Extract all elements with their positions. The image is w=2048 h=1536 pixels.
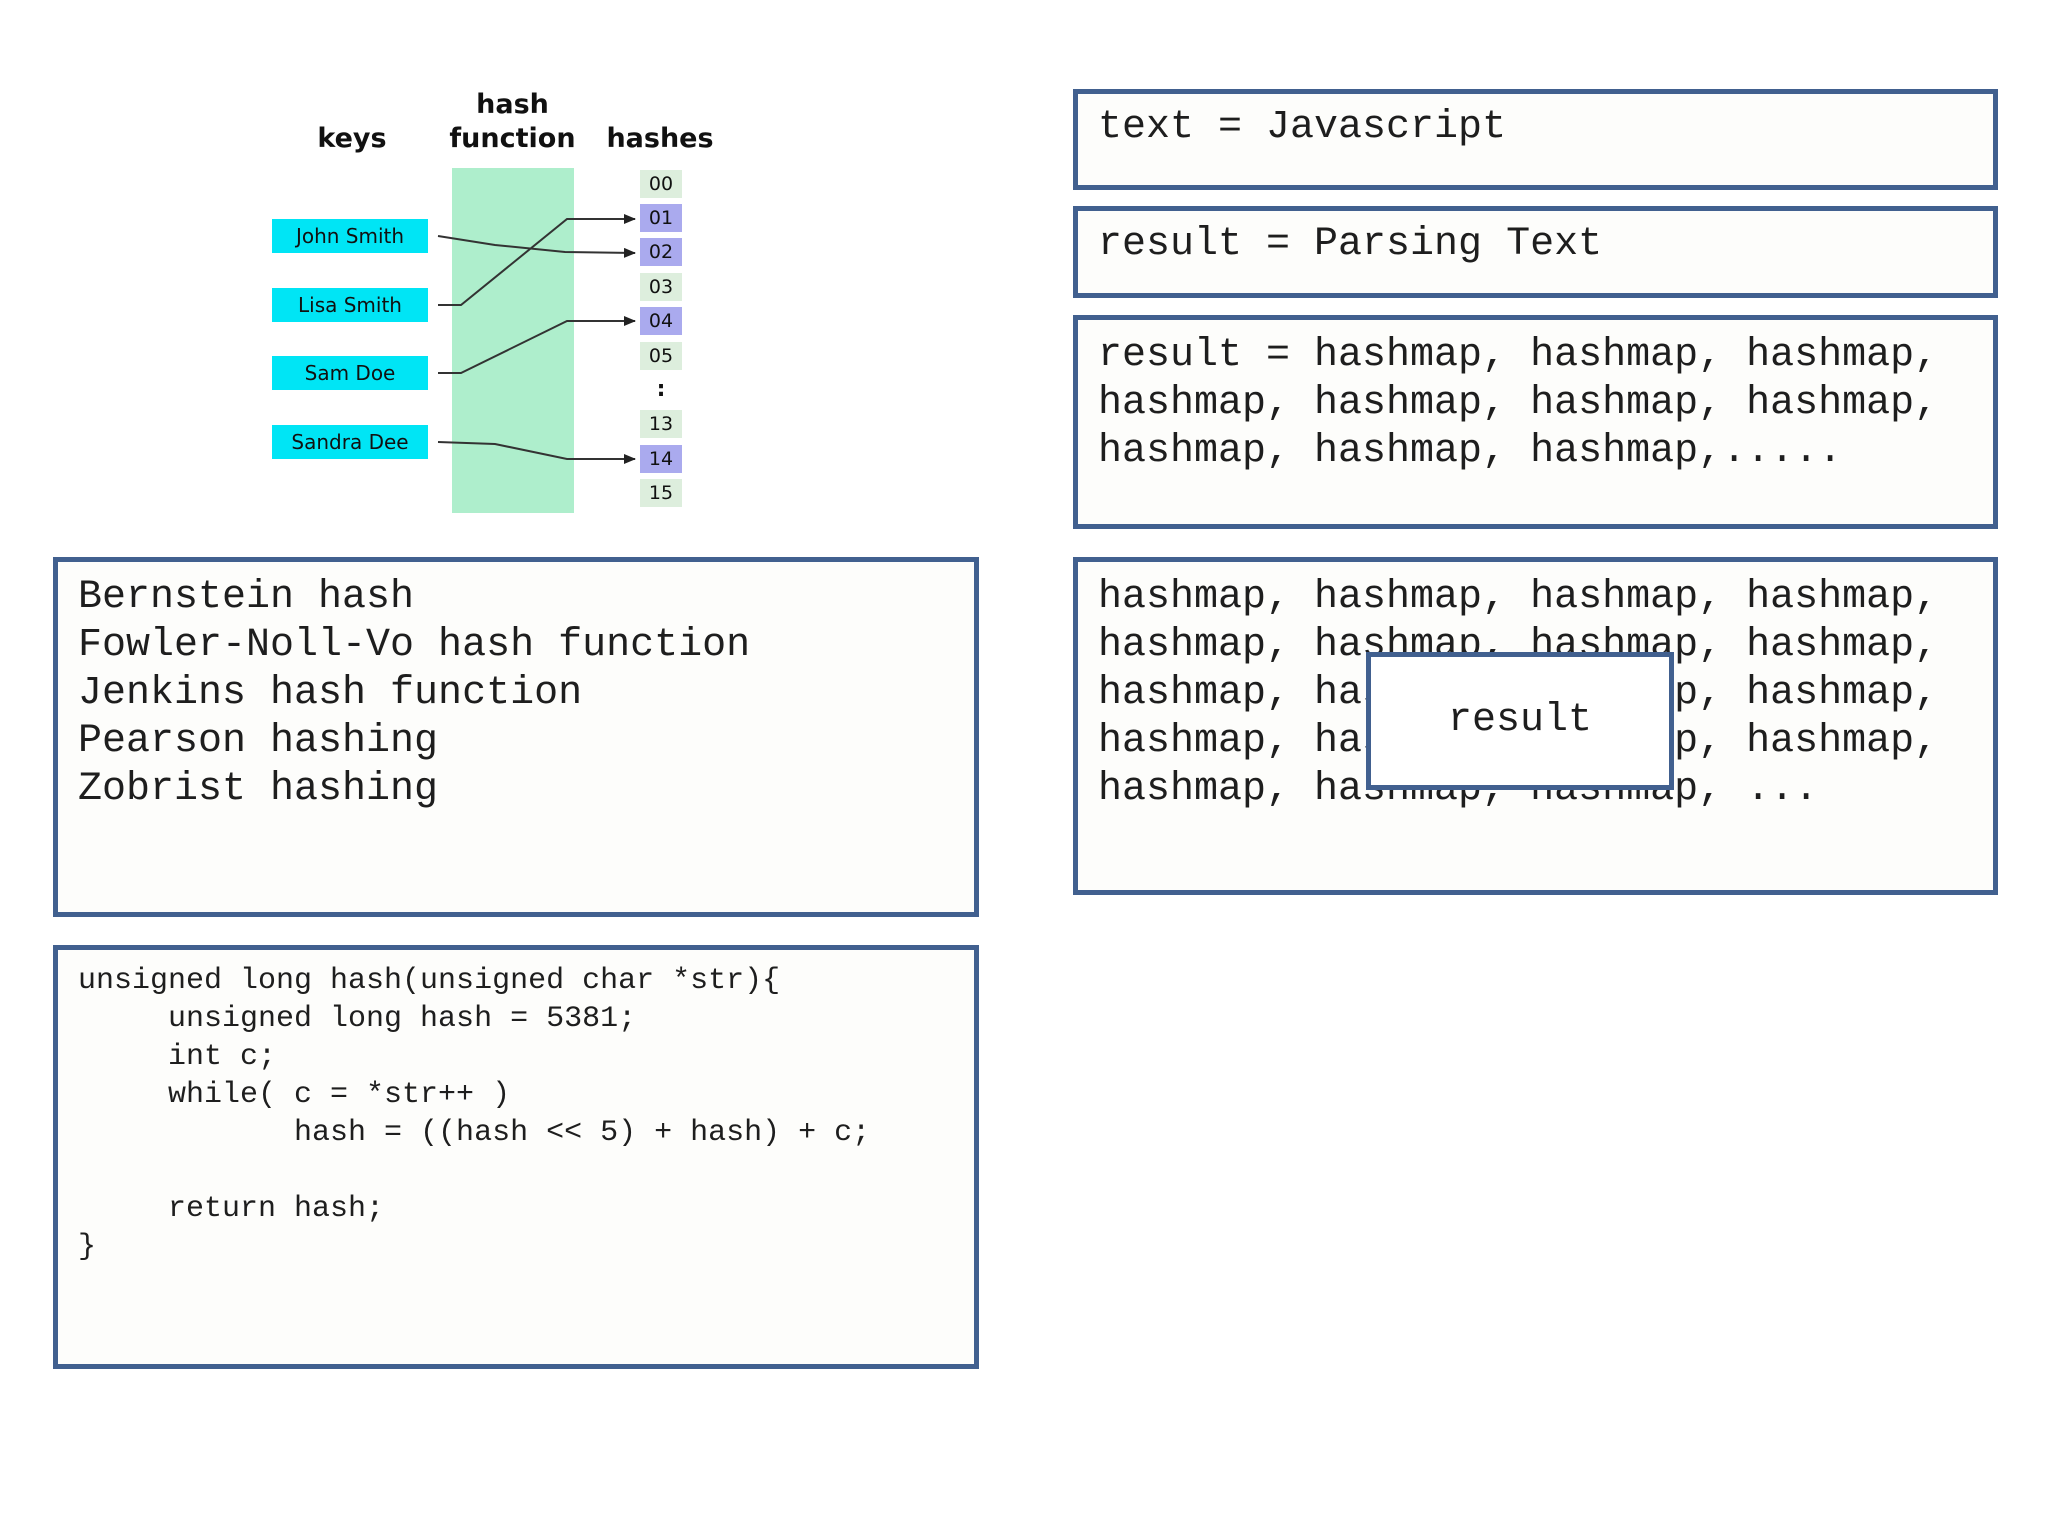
text-input-box: text = Javascript bbox=[1073, 89, 1998, 190]
result-overlay-box: result bbox=[1366, 652, 1674, 790]
code-line: int c; bbox=[78, 1040, 277, 1074]
hash-function-name: Pearson hashing bbox=[78, 719, 439, 764]
code-line: return hash; bbox=[78, 1192, 385, 1226]
arrow-lisa-smith bbox=[438, 214, 636, 306]
code-line: while( c = *str++ ) bbox=[78, 1078, 511, 1112]
hash-cell-00: 00 bbox=[640, 170, 682, 198]
code-line: hash = ((hash << 5) + hash) + c; bbox=[78, 1116, 871, 1150]
hashmap-line: hashmap, hashmap, hashmap, hashmap, bbox=[1098, 575, 1939, 620]
hash-function-name: Bernstein hash bbox=[78, 575, 415, 620]
hash-cell-04: 04 bbox=[640, 307, 682, 335]
hash-cell-13: 13 bbox=[640, 410, 682, 438]
djb2-code-box: unsigned long hash(unsigned char *str){ … bbox=[53, 945, 979, 1369]
result-line: result = Parsing Text bbox=[1098, 222, 1603, 267]
key-sam-doe: Sam Doe bbox=[272, 356, 428, 390]
result-parsing-box: result = Parsing Text bbox=[1073, 206, 1998, 298]
code-line: } bbox=[78, 1230, 97, 1264]
hash-ellipsis: : bbox=[656, 377, 666, 402]
hash-cell-02: 02 bbox=[640, 238, 682, 266]
hash-cell-05: 05 bbox=[640, 342, 682, 370]
mapping-arrows bbox=[437, 214, 636, 464]
arrow-sam-doe bbox=[438, 316, 636, 374]
key-john-smith: John Smith bbox=[272, 219, 428, 253]
result-hashmap-line: hashmap, hashmap, hashmap, hashmap, bbox=[1098, 381, 1939, 426]
hashes-header: hashes bbox=[606, 123, 714, 154]
text-line: text = Javascript bbox=[1098, 105, 1507, 150]
code-line bbox=[78, 1152, 974, 1190]
hash-function-header: hash function bbox=[449, 89, 576, 154]
hash-table-diagram: keys hash function hashes John Smith Lis… bbox=[255, 80, 725, 540]
result-hashmap-line: hashmap, hashmap, hashmap,..... bbox=[1098, 429, 1843, 474]
hash-functions-list-box: Bernstein hash Fowler-Noll-Vo hash funct… bbox=[53, 557, 979, 917]
result-hashmap-line: result = hashmap, hashmap, hashmap, bbox=[1098, 333, 1939, 378]
code-line: unsigned long hash(unsigned char *str){ bbox=[78, 964, 781, 998]
result-hashmap-box: result = hashmap, hashmap, hashmap, hash… bbox=[1073, 315, 1998, 529]
arrow-sandra-dee bbox=[437, 441, 636, 464]
hash-cell-15: 15 bbox=[640, 479, 682, 507]
hash-function-name: Zobrist hashing bbox=[78, 767, 439, 812]
hash-function-name: Fowler-Noll-Vo hash function bbox=[78, 623, 751, 668]
result-overlay-label: result bbox=[1447, 698, 1593, 743]
code-line: unsigned long hash = 5381; bbox=[78, 1002, 637, 1036]
hash-function-name: Jenkins hash function bbox=[78, 671, 583, 716]
keys-header: keys bbox=[317, 123, 387, 154]
key-sandra-dee: Sandra Dee bbox=[272, 425, 428, 459]
hash-cell-01: 01 bbox=[640, 204, 682, 232]
hash-cell-14: 14 bbox=[640, 445, 682, 473]
key-lisa-smith: Lisa Smith bbox=[272, 288, 428, 322]
hash-cell-03: 03 bbox=[640, 273, 682, 301]
